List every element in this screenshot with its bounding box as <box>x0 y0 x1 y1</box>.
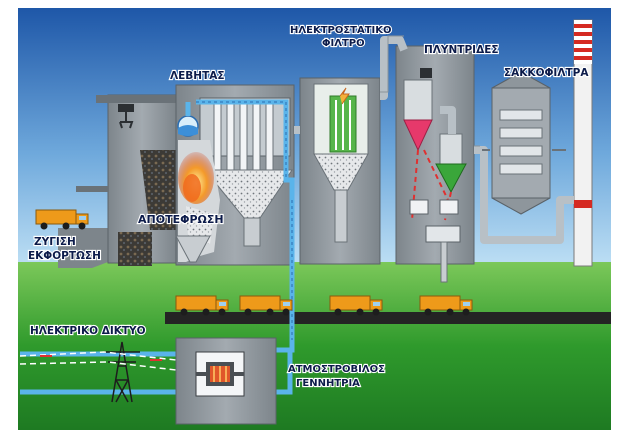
label-weighing-line2: ΕΚΦΟΡΤΩΣΗ <box>28 250 101 262</box>
scrubber-unit <box>395 45 475 283</box>
scrubber-green <box>435 163 467 194</box>
turbine-building <box>175 337 277 425</box>
label-grid: ΗΛΕΚΤΡΙΚΟ ΔΙΚΤΥΟ <box>30 325 146 337</box>
road <box>165 312 611 324</box>
truck-weighing <box>35 209 89 230</box>
label-turbine-line2: ΓΕΝΝΗΤΡΙΑ <box>296 378 360 389</box>
truck-ash-1 <box>175 295 229 316</box>
grass <box>18 262 611 430</box>
truck-ash-2 <box>239 295 293 316</box>
label-boiler: ΛΕΒΗΤΑΣ <box>170 70 225 82</box>
chimney-stack <box>573 19 593 267</box>
label-esp-line2: ΦΙΛΤΡΟ <box>322 38 365 49</box>
truck-scrubber-residue <box>419 295 473 316</box>
label-scrubbers: ΠΛΥΝΤΡΙΔΕΣ <box>424 44 499 56</box>
boiler <box>175 84 295 266</box>
label-bag-filter: ΣΑΚΚΟΦΙΛΤΡΑ <box>504 67 589 79</box>
power-lines <box>19 351 177 371</box>
electrostatic-filter <box>299 77 381 265</box>
label-turbine-line1: ΑΤΜΟΣΤΡΟΒΙΛΟΣ <box>288 364 385 375</box>
label-weighing-line1: ΖΥΓΙΣΗ <box>34 236 76 248</box>
scrubber-red <box>403 119 433 152</box>
bag-filter <box>491 71 551 215</box>
label-incineration: ΑΠΟΤΕΦΡΩΣΗ <box>138 213 224 226</box>
label-esp-line1: ΗΛΕΚΤΡΟΣΤΑΤΙΚΟ <box>290 25 392 36</box>
transmission-tower <box>104 341 140 403</box>
truck-fly-ash <box>329 295 383 316</box>
